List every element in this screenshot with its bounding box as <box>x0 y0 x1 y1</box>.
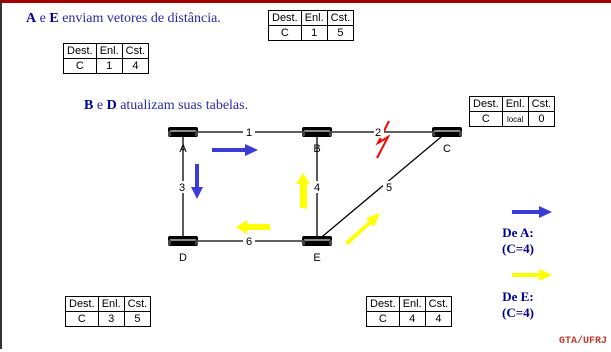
link-label-bc: 2 <box>375 127 381 139</box>
node-label-c: C <box>443 143 451 155</box>
legend-from-a: De A: (C=4) <box>502 225 534 257</box>
header-enl: Enl. <box>398 296 426 312</box>
header-cst: Cst. <box>326 10 355 26</box>
legend-e-title: De E: <box>502 289 534 304</box>
heading-mid-node-d: D <box>106 98 117 113</box>
link-label-ab: 1 <box>246 127 252 139</box>
legend-blue-arrow-icon <box>512 206 552 218</box>
link-label-ec: 5 <box>386 182 392 194</box>
cell-cst: 5 <box>326 25 355 41</box>
heading-top-text: enviam vetores de distância. <box>58 11 221 26</box>
legend-a-cost: (C=4) <box>502 241 534 256</box>
router-b-icon <box>302 127 332 137</box>
footer-label: GTA/UFRJ <box>558 336 607 347</box>
header-enl: Enl. <box>95 43 123 59</box>
node-label-b: B <box>313 143 320 155</box>
legend-a-title: De A: <box>502 225 534 240</box>
heading-mid: B e D atualizam suas tabelas. <box>84 98 248 114</box>
link-label-de: 6 <box>246 236 252 248</box>
header-cst: Cst. <box>123 296 152 312</box>
link-label-be: 4 <box>314 182 320 194</box>
cell-dest: C <box>63 58 97 74</box>
heading-top-node-e: E <box>49 11 59 26</box>
heading-mid-text: atualizam suas tabelas. <box>116 98 249 113</box>
header-dest: Dest. <box>65 296 99 312</box>
cell-enl: 4 <box>398 311 426 327</box>
cell-cst: 5 <box>123 311 152 327</box>
router-d-icon <box>168 236 198 246</box>
node-label-d: D <box>179 252 187 264</box>
link-e-c <box>316 131 448 242</box>
heading-mid-conj: e <box>93 98 107 113</box>
node-label-e: E <box>313 252 320 264</box>
arrow-yellow-up-icon-body <box>296 173 310 208</box>
arrow-yellow-left-icon <box>236 220 270 234</box>
link-cost-labels: 1 2 3 4 5 6 <box>176 126 395 248</box>
legend-e-cost: (C=4) <box>502 305 534 320</box>
header-enl: Enl. <box>97 296 125 312</box>
header-dest: Dest. <box>366 296 400 312</box>
heading-top: A e E enviam vetores de distância. <box>26 11 221 27</box>
router-a-icon <box>168 127 198 137</box>
heading-top-conj: e <box>36 11 50 26</box>
node-labels: A B C D E <box>179 143 451 264</box>
cell-dest: C <box>65 311 99 327</box>
legend-arrows <box>512 206 552 281</box>
arrow-yellow-diagonal-icon <box>345 213 380 245</box>
heading-top-node-a: A <box>26 11 37 26</box>
legend-from-e: De E: (C=4) <box>502 289 534 321</box>
heading-mid-node-b: B <box>84 98 94 113</box>
header-cst: Cst. <box>121 43 150 59</box>
arrow-blue-down-icon <box>191 164 203 199</box>
cell-cst: 4 <box>424 311 453 327</box>
header-cst: Cst. <box>424 296 453 312</box>
update-arrows <box>191 144 380 245</box>
cell-enl: local <box>501 111 529 127</box>
cell-enl: 1 <box>300 25 328 41</box>
router-c-icon <box>432 127 462 137</box>
cell-cst: 4 <box>121 58 150 74</box>
cell-dest: C <box>366 311 400 327</box>
router-e-icon <box>302 236 332 246</box>
legend-yellow-arrow-icon <box>512 269 552 281</box>
arrow-blue-right-icon <box>212 144 258 156</box>
network-diagram: 1 2 3 4 5 6 A <box>168 120 552 281</box>
header-enl: Enl. <box>501 96 529 112</box>
cell-cst: 0 <box>527 111 556 127</box>
cell-enl: 3 <box>97 311 125 327</box>
node-label-a: A <box>179 143 187 155</box>
link-label-ad: 3 <box>179 182 185 194</box>
cell-enl: 1 <box>95 58 123 74</box>
